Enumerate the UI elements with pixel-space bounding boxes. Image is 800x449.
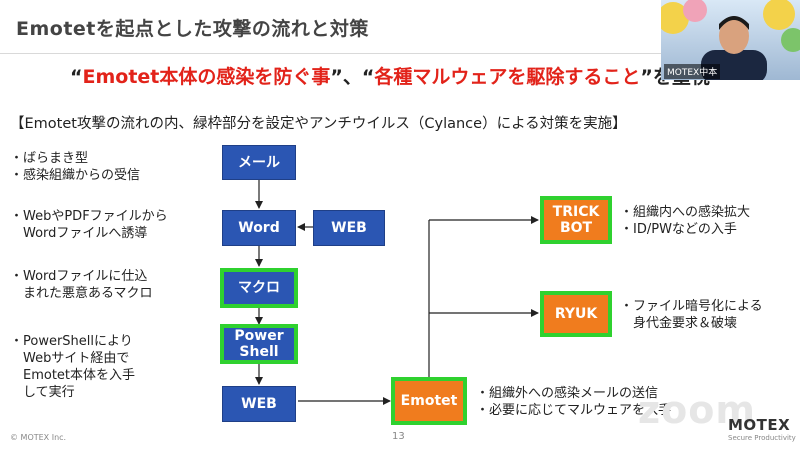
page-number: 13 — [392, 431, 405, 442]
note-line: ・WebやPDFファイルから — [10, 209, 168, 224]
note-line: 身代金要求＆破壊 — [620, 316, 738, 331]
note-line: ・ファイル暗号化による — [620, 299, 763, 314]
flow-box-web-top: WEB — [313, 210, 385, 246]
headline-close-quote: ” — [640, 66, 653, 88]
footer-copyright: © MOTEX Inc. — [10, 433, 67, 442]
plush-toy-yellow-right — [763, 0, 795, 30]
note-ryuk: ・ファイル暗号化による 身代金要求＆破壊 — [620, 298, 763, 332]
note-line: ・PowerShellにより — [10, 334, 133, 349]
note-line: Webサイト経由で — [10, 351, 130, 366]
flow-box-web-bottom: WEB — [222, 386, 296, 422]
powershell-label-line2: Shell — [239, 344, 279, 360]
flow-box-macro: マクロ — [220, 268, 298, 308]
note-line: ・Wordファイルに仕込 — [10, 269, 148, 284]
note-line: ・必要に応じてマルウェアを入手 — [476, 403, 672, 418]
title-divider — [0, 53, 800, 54]
note-line: Emotet本体を入手 — [10, 368, 136, 383]
note-line: ・ばらまき型 — [10, 151, 89, 166]
motex-tagline: Secure Productivity — [728, 434, 796, 442]
headline-part-1: Emotet本体の感染を防ぐ事 — [82, 66, 331, 88]
plush-toy-pink — [683, 0, 707, 22]
headline-open-quote: “ — [70, 66, 83, 88]
note-emotet: ・組織外への感染メールの送信 ・必要に応じてマルウェアを入手 — [476, 385, 671, 419]
flow-box-trickbot: TRICK BOT — [540, 196, 612, 244]
note-line: ・感染組織からの受信 — [10, 168, 141, 183]
headline-separator: ”、“ — [330, 66, 375, 88]
note-macro: ・Wordファイルに仕込 まれた悪意あるマクロ — [10, 268, 152, 302]
webcam-participant-name: MOTEX中本 — [664, 64, 721, 79]
flow-box-word: Word — [222, 210, 296, 246]
note-distribution: ・ばらまき型 ・感染組織からの受信 — [10, 150, 140, 184]
note-line: ・組織内への感染拡大 — [620, 205, 751, 220]
motex-logo: MOTEX — [728, 416, 791, 434]
flow-box-emotet: Emotet — [391, 377, 467, 425]
note-trickbot: ・組織内への感染拡大 ・ID/PWなどの入手 — [620, 204, 750, 238]
note-line: まれた悪意あるマクロ — [10, 286, 153, 301]
headline-part-2: 各種マルウェアを駆除すること — [374, 66, 641, 88]
plush-toy-yellow — [661, 2, 689, 34]
person-hair — [719, 16, 749, 30]
note-line: ・ID/PWなどの入手 — [620, 222, 737, 237]
slide-subtitle: 【Emotet攻撃の流れの内、緑枠部分を設定やアンチウイルス（Cylance）に… — [10, 116, 627, 132]
plush-toy-green — [781, 28, 800, 52]
zoom-watermark: zoom — [638, 388, 756, 432]
note-line: Wordファイルへ誘導 — [10, 226, 148, 241]
trickbot-label-line2: BOT — [559, 220, 593, 236]
trickbot-label-line1: TRICK — [552, 204, 600, 220]
flow-box-ryuk: RYUK — [540, 291, 612, 337]
note-line: ・組織外への感染メールの送信 — [476, 386, 659, 401]
flow-box-powershell: Power Shell — [220, 324, 298, 364]
note-web-pdf: ・WebやPDFファイルから Wordファイルへ誘導 — [10, 208, 168, 242]
powershell-label-line1: Power — [234, 328, 284, 344]
slide-title: Emotetを起点とした攻撃の流れと対策 — [16, 18, 369, 40]
note-powershell: ・PowerShellにより Webサイト経由で Emotet本体を入手 して実… — [10, 333, 135, 401]
person-face — [719, 18, 749, 54]
flow-box-mail: メール — [222, 145, 296, 180]
note-line: して実行 — [10, 385, 75, 400]
